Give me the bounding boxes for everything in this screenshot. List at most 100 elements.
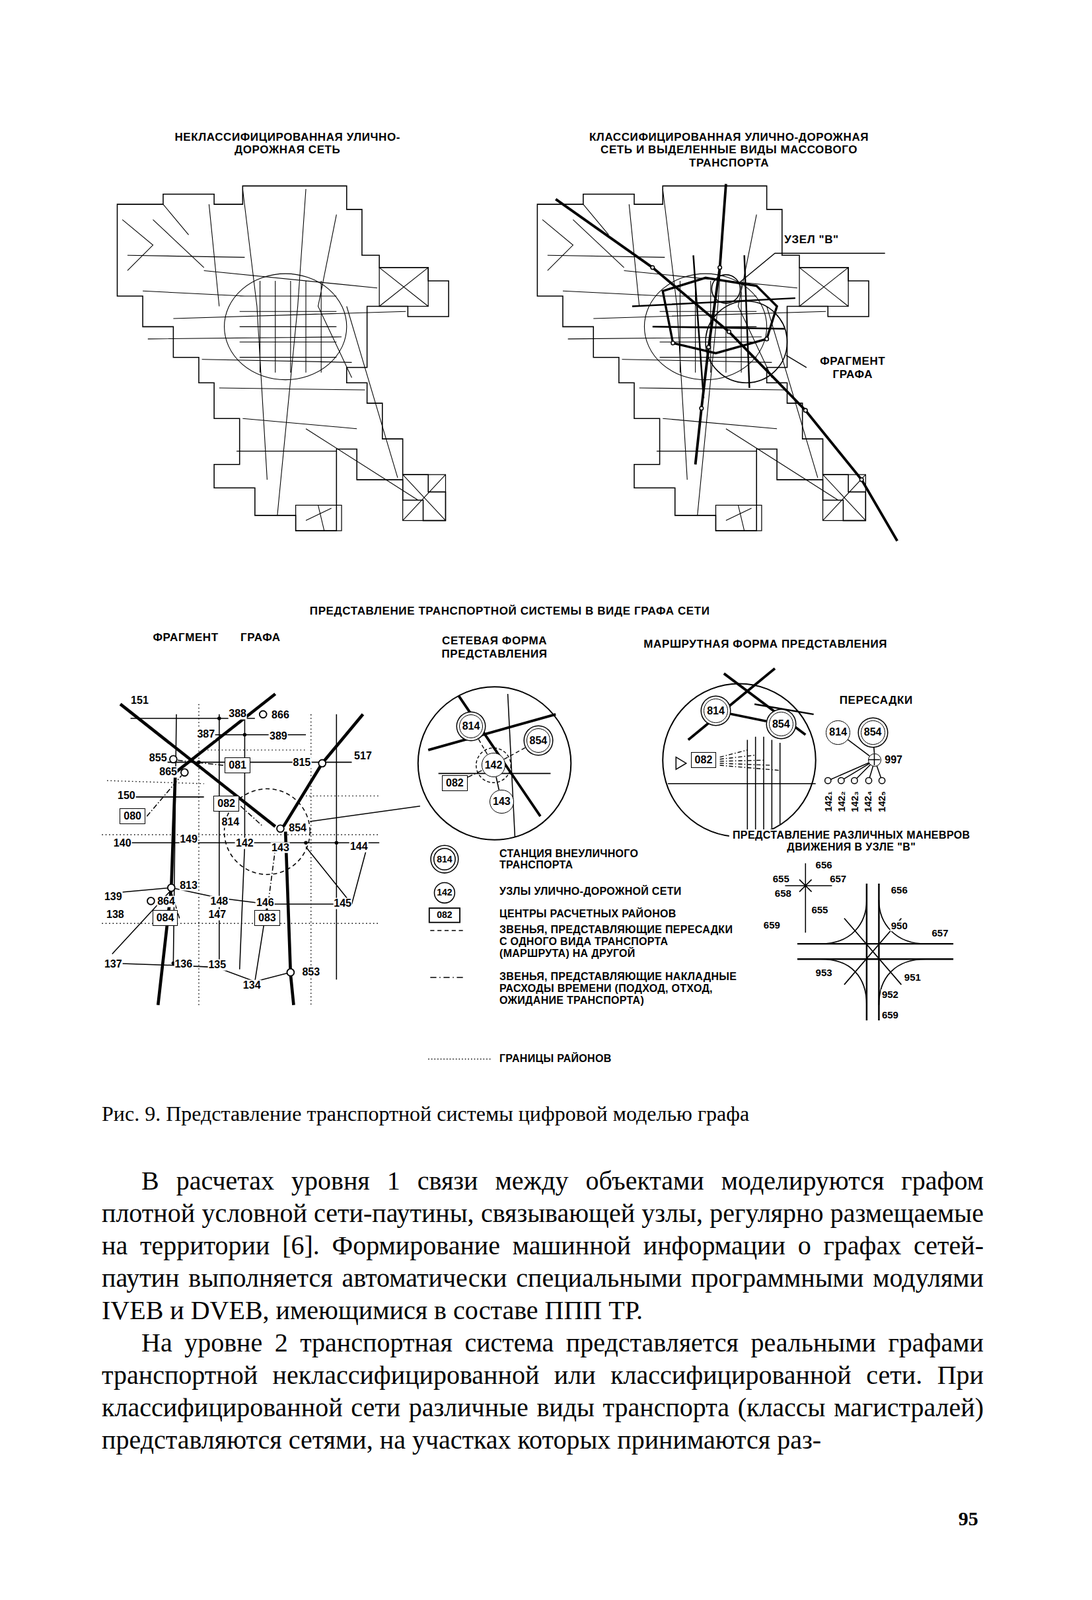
node-number: 139	[103, 890, 123, 902]
line-path	[784, 862, 832, 933]
circle-mark	[169, 755, 178, 763]
circle-mark	[196, 760, 201, 765]
line-path	[688, 667, 806, 740]
district-center-box: 081	[224, 757, 251, 773]
circle-mark	[276, 824, 285, 832]
line-path	[146, 759, 275, 918]
maneuver-number: 951	[903, 971, 922, 983]
heading-text: ФРАГМЕНТ ГРАФА	[153, 630, 281, 645]
district-center-box: 084	[152, 909, 179, 926]
node-label: 082	[694, 754, 713, 765]
maneuver-number: 952	[881, 988, 900, 1000]
district-center-box: 080	[119, 807, 146, 824]
line-path	[430, 929, 465, 931]
node-number: 388	[227, 708, 248, 720]
legend-sample-number: 814	[436, 854, 452, 864]
maneuver-number: 656	[815, 859, 834, 871]
line-path	[695, 183, 727, 464]
node-number: 142	[235, 837, 255, 849]
line-path	[632, 254, 796, 398]
heading-text: НЕКЛАССИФИЦИРОВАННАЯ УЛИЧНО-ДОРОЖНАЯ СЕТ…	[158, 130, 417, 157]
connector-line	[467, 769, 483, 777]
legend-text: ЗВЕНЬЯ, ПРЕДСТАВЛЯЮЩИЕ ПЕРЕСАДКИ С ОДНОГ…	[499, 923, 733, 958]
circle-mark	[286, 968, 294, 976]
body-text-column: В расчетах уровня 1 связи между объектам…	[101, 1164, 984, 1456]
maneuver-number: 657	[931, 927, 950, 939]
transit-overlay	[555, 183, 898, 541]
line-path	[101, 703, 380, 1005]
maneuver-number: 657	[829, 873, 847, 885]
node-number: 815	[291, 757, 312, 769]
node-label: 082	[217, 798, 236, 809]
circle-mark	[167, 883, 176, 892]
network-form-view	[418, 686, 572, 840]
node-number: 866	[270, 709, 291, 721]
heading-text: ПРЕДСТАВЛЕНИЕ РАЗЛИЧНЫХ МАНЕВРОВ ДВИЖЕНИ…	[729, 829, 974, 854]
station-circle: 814	[703, 698, 728, 723]
node-label: 854	[529, 735, 548, 746]
line-path	[720, 749, 781, 771]
district-center-box: 083	[254, 909, 281, 926]
node-number: 813	[179, 879, 199, 891]
circle-mark	[476, 747, 511, 783]
node-number: 144	[349, 840, 369, 853]
node-number: 387	[196, 728, 216, 740]
connector-line	[873, 747, 875, 754]
node-label: 814	[462, 720, 481, 732]
line-path	[820, 899, 926, 1005]
node-label: 997	[884, 754, 903, 765]
circle-mark	[865, 777, 872, 784]
node-number: 814	[220, 816, 240, 828]
station-circle: 854	[860, 720, 886, 745]
legend-text: ЗВЕНЬЯ, ПРЕДСТАВЛЯЮЩИЕ НАКЛАДНЫЕ РАСХОДЫ…	[499, 970, 737, 1005]
node-number: 146	[255, 897, 275, 909]
node-number: 145	[332, 897, 353, 910]
node-number: 854	[288, 822, 308, 834]
legend-entry: УЗЛЫ УЛИЧНО-ДОРОЖНОЙ СЕТИ	[499, 885, 740, 898]
node-label: 814	[829, 726, 847, 738]
node-number: 853	[301, 965, 321, 978]
legend-text: СТАНЦИЯ ВНЕУЛИЧНОГО ТРАНСПОРТА	[499, 847, 639, 871]
maneuver-number: 655	[772, 873, 791, 885]
street-node-circle: 142	[481, 752, 507, 777]
route-number: 142₃	[849, 790, 860, 812]
triangle-mark	[675, 757, 686, 770]
node-label: 084	[156, 912, 175, 923]
route-number: 142₅	[875, 790, 886, 812]
route-number: 142₁	[823, 791, 834, 812]
circle-mark	[825, 777, 832, 784]
circle-mark	[430, 844, 459, 873]
legend-sample-number: 142	[436, 887, 452, 897]
line-path	[428, 695, 556, 816]
cross-symbol	[868, 753, 880, 765]
node-label: 854	[772, 718, 791, 730]
node-number: 138	[105, 909, 125, 921]
line-path	[430, 976, 465, 978]
node-label: 082	[445, 777, 464, 789]
legend-text: ЦЕНТРЫ РАСЧЕТНЫХ РАЙОНОВ	[499, 907, 677, 919]
line-path	[120, 693, 363, 1005]
transfer-node: 997	[868, 753, 882, 767]
connector-line	[504, 747, 526, 759]
maneuver-number: 656	[890, 885, 909, 896]
node-number: 135	[207, 959, 227, 971]
node-number: 149	[179, 833, 199, 845]
circle-mark	[650, 265, 655, 270]
circle-mark	[803, 408, 808, 413]
heading-text: ПЕРЕСАДКИ	[838, 693, 915, 707]
node-number: 137	[103, 957, 123, 970]
figure-group	[147, 710, 326, 976]
connector-line	[478, 739, 488, 755]
circle-mark	[334, 840, 339, 845]
circle-mark	[838, 777, 845, 784]
node-label: 083	[258, 912, 277, 923]
circle-mark	[718, 265, 723, 270]
node-number: 143	[270, 841, 291, 853]
node-number: 136	[173, 957, 193, 970]
node-label: 081	[228, 759, 247, 771]
legend-text: УЗЛЫ УЛИЧНО-ДОРОЖНОЙ СЕТИ	[499, 885, 682, 897]
circle-mark	[243, 732, 248, 737]
body-paragraph: На уровне 2 транспортная система предста…	[101, 1325, 984, 1456]
circle-mark	[259, 710, 267, 718]
